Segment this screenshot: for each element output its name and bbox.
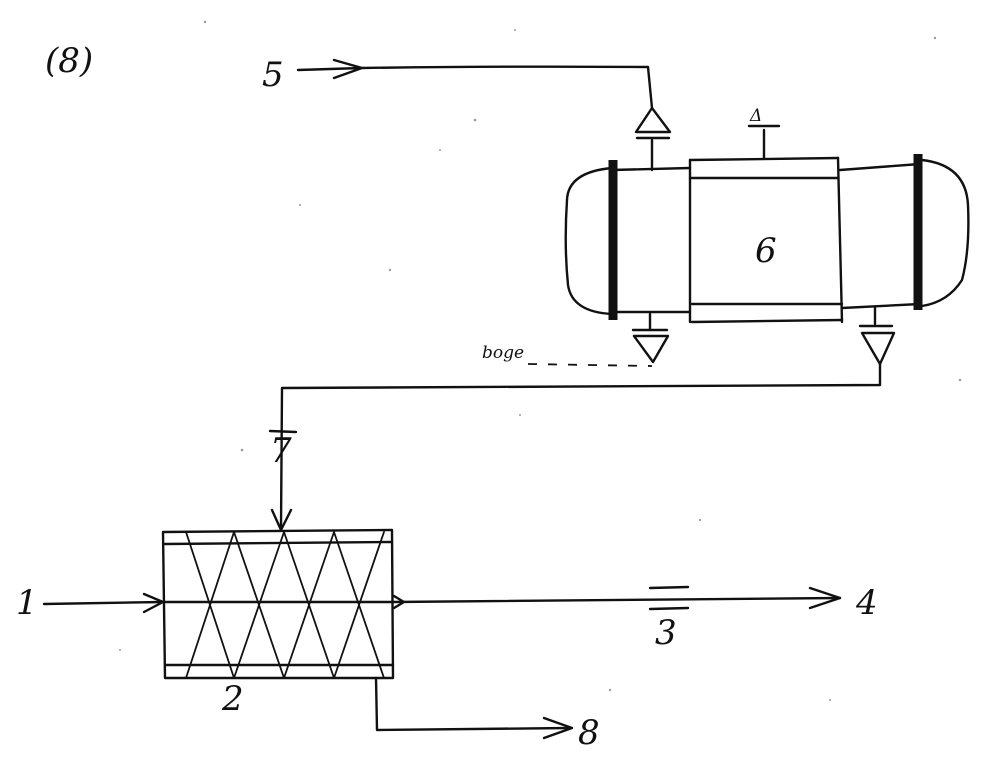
vessel-6-label: 6: [755, 231, 777, 271]
stream-4-label: 4: [855, 583, 878, 623]
unit-2-label: 2: [221, 679, 244, 719]
annotation-leader-dashed: [527, 363, 653, 367]
stream-7-line: [268, 362, 882, 532]
figure-number-label: (8): [45, 41, 93, 81]
stream-8-line: [374, 676, 574, 740]
vessel-6: [564, 154, 970, 324]
delta-symbol: Δ: [749, 106, 762, 126]
nozzle-top-delta: [747, 124, 781, 160]
nozzle-top-left: [634, 106, 672, 172]
stream-4-line: [391, 585, 842, 611]
stream-5-label: 5: [262, 55, 284, 95]
nozzle-bottom-left: [631, 312, 670, 364]
unit-2-packed-block: [161, 528, 395, 680]
paper-noise: [119, 20, 962, 701]
nozzle-bottom-right: [858, 306, 896, 366]
stream-1-label: 1: [16, 583, 38, 623]
stream-8-label: 8: [578, 713, 600, 753]
stream-3-label: 3: [655, 613, 677, 653]
stream-5-line: [296, 58, 654, 110]
stream-1-line: [42, 592, 165, 614]
stream-7-label: 7: [270, 431, 292, 471]
annotation-side-note: boge: [482, 343, 524, 363]
